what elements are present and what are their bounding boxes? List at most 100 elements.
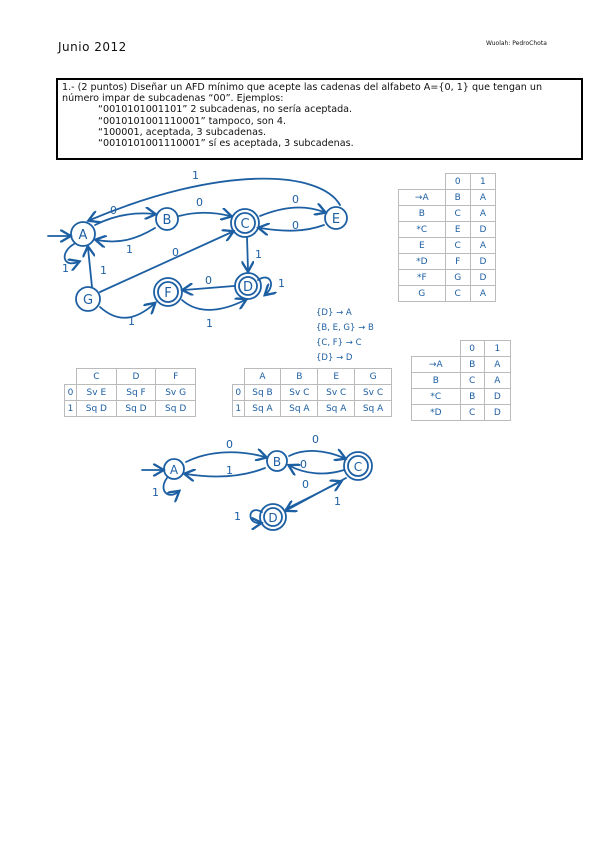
min-edge-A-B [185, 452, 265, 463]
table-cell: B [459, 388, 485, 405]
table-cell: A [483, 356, 512, 373]
table-cell: E [317, 368, 356, 385]
edge-G-C [99, 232, 232, 293]
min-edge-C-B [290, 466, 345, 473]
svg-text:E: E [332, 212, 340, 227]
table-cell: A [483, 372, 512, 389]
table-cell: D [469, 221, 497, 238]
table-cell: Sv C [317, 384, 356, 401]
svg-text:0: 0 [172, 246, 179, 259]
table-cell [412, 341, 461, 357]
edge-A-B [94, 213, 154, 226]
svg-text:C: C [240, 217, 249, 232]
table-cell: D [469, 269, 497, 286]
min-edge-B-C [288, 451, 344, 458]
svg-text:0: 0 [292, 219, 299, 232]
page-date: Junio 2012 [58, 40, 127, 54]
svg-text:1: 1 [128, 315, 135, 328]
table-cell: →A [411, 356, 461, 373]
table-cell [233, 369, 245, 385]
question-box: 1.- (2 puntos) Diseñar un AFD mínimo que… [56, 78, 583, 160]
table-cell: Sq B [243, 384, 282, 401]
table-cell: 1 [469, 173, 497, 190]
question-example-1: “0010101001101” 2 subcadenas, no sería a… [98, 104, 353, 116]
svg-text:B: B [163, 213, 172, 228]
svg-text:1: 1 [62, 262, 69, 275]
svg-text:D: D [268, 511, 277, 525]
table-cell: *C [411, 388, 461, 405]
table-cell: F [155, 368, 196, 385]
table-cell: 0 [459, 340, 485, 357]
table-cell: Sq D [155, 400, 196, 417]
table-cell: A [243, 368, 282, 385]
table-cell: Sv E [76, 384, 117, 401]
question-line-1: 1.- (2 puntos) Diseñar un AFD mínimo que… [62, 82, 543, 93]
edge-G-F [99, 304, 154, 319]
page-author: Wuolah: PedroChota [486, 40, 547, 47]
table-cell: B [398, 205, 446, 222]
svg-text:1: 1 [278, 277, 285, 290]
table-cell: 0 [232, 384, 245, 401]
table-cell: B [411, 372, 461, 389]
table-cell [65, 369, 77, 385]
state-F: F [153, 277, 183, 307]
table-cell: B [280, 368, 319, 385]
table-cell: 1 [232, 400, 245, 417]
table-cell [399, 174, 446, 190]
question-example-3: “100001, aceptada, 3 subcadenas. [98, 126, 267, 138]
svg-text:G: G [83, 293, 93, 308]
table-cell: →A [398, 189, 446, 206]
min-state-A: A [163, 458, 185, 480]
table-cell: G [398, 285, 446, 302]
table-cell: G [444, 269, 471, 286]
table-cell: D [469, 253, 497, 270]
table-cell: 0 [444, 173, 471, 190]
table-cell: Sv C [354, 384, 392, 401]
partition-note-4: {D} → D [316, 353, 353, 363]
svg-text:A: A [79, 228, 88, 243]
table-cell: B [459, 356, 485, 373]
table-cell: A [469, 189, 497, 206]
table-cell: Sq F [115, 384, 157, 401]
table-cell: C [444, 285, 471, 302]
partition-note-1: {D} → A [316, 308, 352, 318]
table-cell: *C [398, 221, 446, 238]
svg-text:0: 0 [292, 193, 299, 206]
edge-D-D [257, 276, 271, 294]
svg-text:B: B [273, 455, 281, 469]
svg-text:1: 1 [126, 243, 133, 256]
table-cell: 0 [63, 384, 78, 401]
min-edge-A-A [162, 477, 178, 495]
svg-text:1: 1 [192, 169, 199, 182]
edge-A-A [63, 243, 78, 263]
table-cell: C [459, 404, 485, 421]
svg-text:0: 0 [302, 478, 309, 491]
table-cell: A [469, 285, 497, 302]
svg-text:1: 1 [206, 317, 213, 330]
svg-text:A: A [170, 463, 179, 477]
svg-text:1: 1 [100, 264, 107, 277]
table-cell: Sq A [354, 400, 392, 417]
table-cell: *F [398, 269, 446, 286]
svg-text:0: 0 [300, 458, 307, 471]
edge-C-D [247, 236, 248, 270]
table-cell: Sq A [280, 400, 319, 417]
partition-note-3: {C, F} → C [316, 338, 362, 348]
table-cell: E [444, 221, 471, 238]
min-state-D: D [259, 503, 287, 531]
table-cell: G [354, 368, 392, 385]
table-cell: *D [398, 253, 446, 270]
svg-text:1: 1 [234, 510, 241, 523]
svg-text:F: F [164, 286, 171, 301]
svg-text:0: 0 [196, 196, 203, 209]
table-cell: C [76, 368, 117, 385]
state-D: D [234, 272, 262, 300]
edge-G-A [88, 248, 92, 288]
table-cell: Sq A [317, 400, 356, 417]
table-cell: E [398, 237, 446, 254]
